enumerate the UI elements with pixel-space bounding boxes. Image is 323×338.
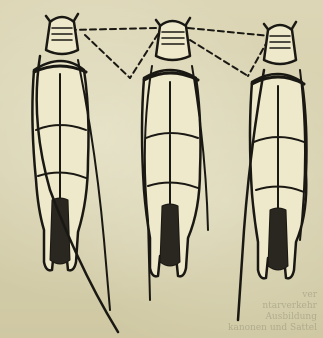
horse-middle-head [156,21,190,60]
horse-middle [142,18,208,300]
bleed-line-2: ntarverkehr [217,301,317,312]
horse-left [32,14,118,332]
bleed-line-1: ver [217,290,317,301]
horse-right [238,22,307,320]
horse-left-head [46,17,78,54]
horse-right-head [264,25,296,64]
horse-right-tail [268,208,288,270]
bleed-through-text: ver ntarverkehr Ausbildung kanonen und S… [217,290,317,334]
horse-middle-tail [160,204,180,266]
bleed-line-4: kanonen und Sattel [217,323,317,334]
bleed-line-3: Ausbildung [217,312,317,323]
